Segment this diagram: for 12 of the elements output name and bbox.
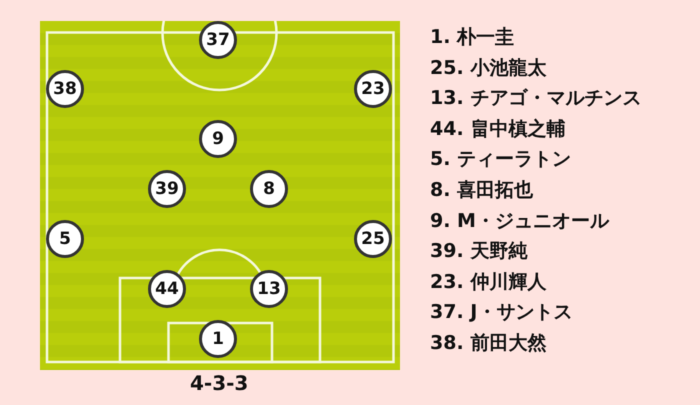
roster-entry: 44. 畠中槙之輔 xyxy=(430,116,566,141)
roster-entry: 9. M・ジュニオール xyxy=(430,208,609,233)
roster-entry: 5. ティーラトン xyxy=(430,147,572,172)
roster-entry: 23. 仲川輝人 xyxy=(430,270,546,294)
formation-caption: 4-3-3 xyxy=(190,371,248,395)
roster-entry: 25. 小池龍太 xyxy=(430,56,546,80)
roster-entry: 8. 喜田拓也 xyxy=(430,178,534,202)
roster-entry: 38. 前田大然 xyxy=(430,331,546,355)
roster-entry: 39. 天野純 xyxy=(430,239,528,264)
roster-entry: 37. J・サントス xyxy=(430,300,572,324)
roster-entry: 13. チアゴ・マルチンス xyxy=(430,86,642,110)
roster-entry: 1. 朴一圭 xyxy=(430,25,514,49)
